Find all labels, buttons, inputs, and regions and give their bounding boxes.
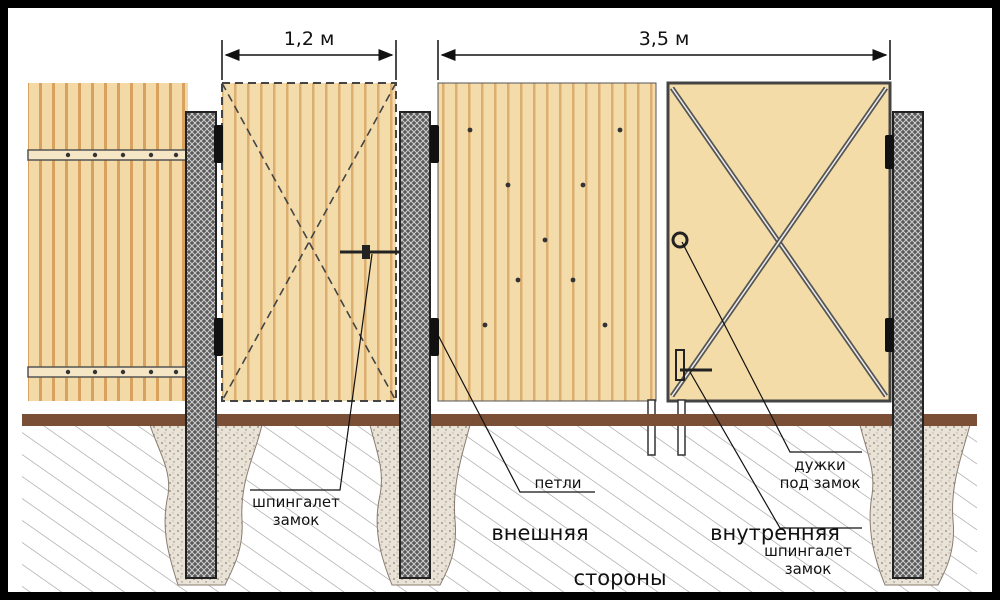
lock-brackets-label-line2: под замок <box>780 474 861 492</box>
leader-lines <box>250 241 862 529</box>
hinges-icon <box>214 125 894 356</box>
inner-bolt-lock-label-line1: шпингалет <box>764 542 852 560</box>
lock-bracket-icon <box>671 231 689 249</box>
wicket-bolt-lock <box>340 245 400 259</box>
fence-section <box>27 83 189 401</box>
gate-width-label: 3,5 м <box>639 28 690 50</box>
posts <box>185 111 924 579</box>
outer-side-label: внешняя <box>491 521 588 545</box>
inner-bolt-lock <box>675 349 712 381</box>
dimension-lines <box>221 40 891 80</box>
bolt-lock-label-line2: замок <box>273 511 320 529</box>
gate-leaf-outer <box>437 82 657 402</box>
bolt-lock-label-line1: шпингалет <box>252 493 340 511</box>
inner-side-label: внутренняя <box>710 521 840 545</box>
wicket-width-label: 1,2 м <box>284 28 335 50</box>
sides-label: стороны <box>573 566 666 590</box>
inner-bolt-lock-label-line2: замок <box>785 560 832 578</box>
ground-line <box>22 414 977 426</box>
gate <box>437 81 892 456</box>
hinges-label: петли <box>534 474 581 492</box>
lock-brackets-label-line1: дужки <box>794 456 846 474</box>
wicket <box>221 82 400 402</box>
